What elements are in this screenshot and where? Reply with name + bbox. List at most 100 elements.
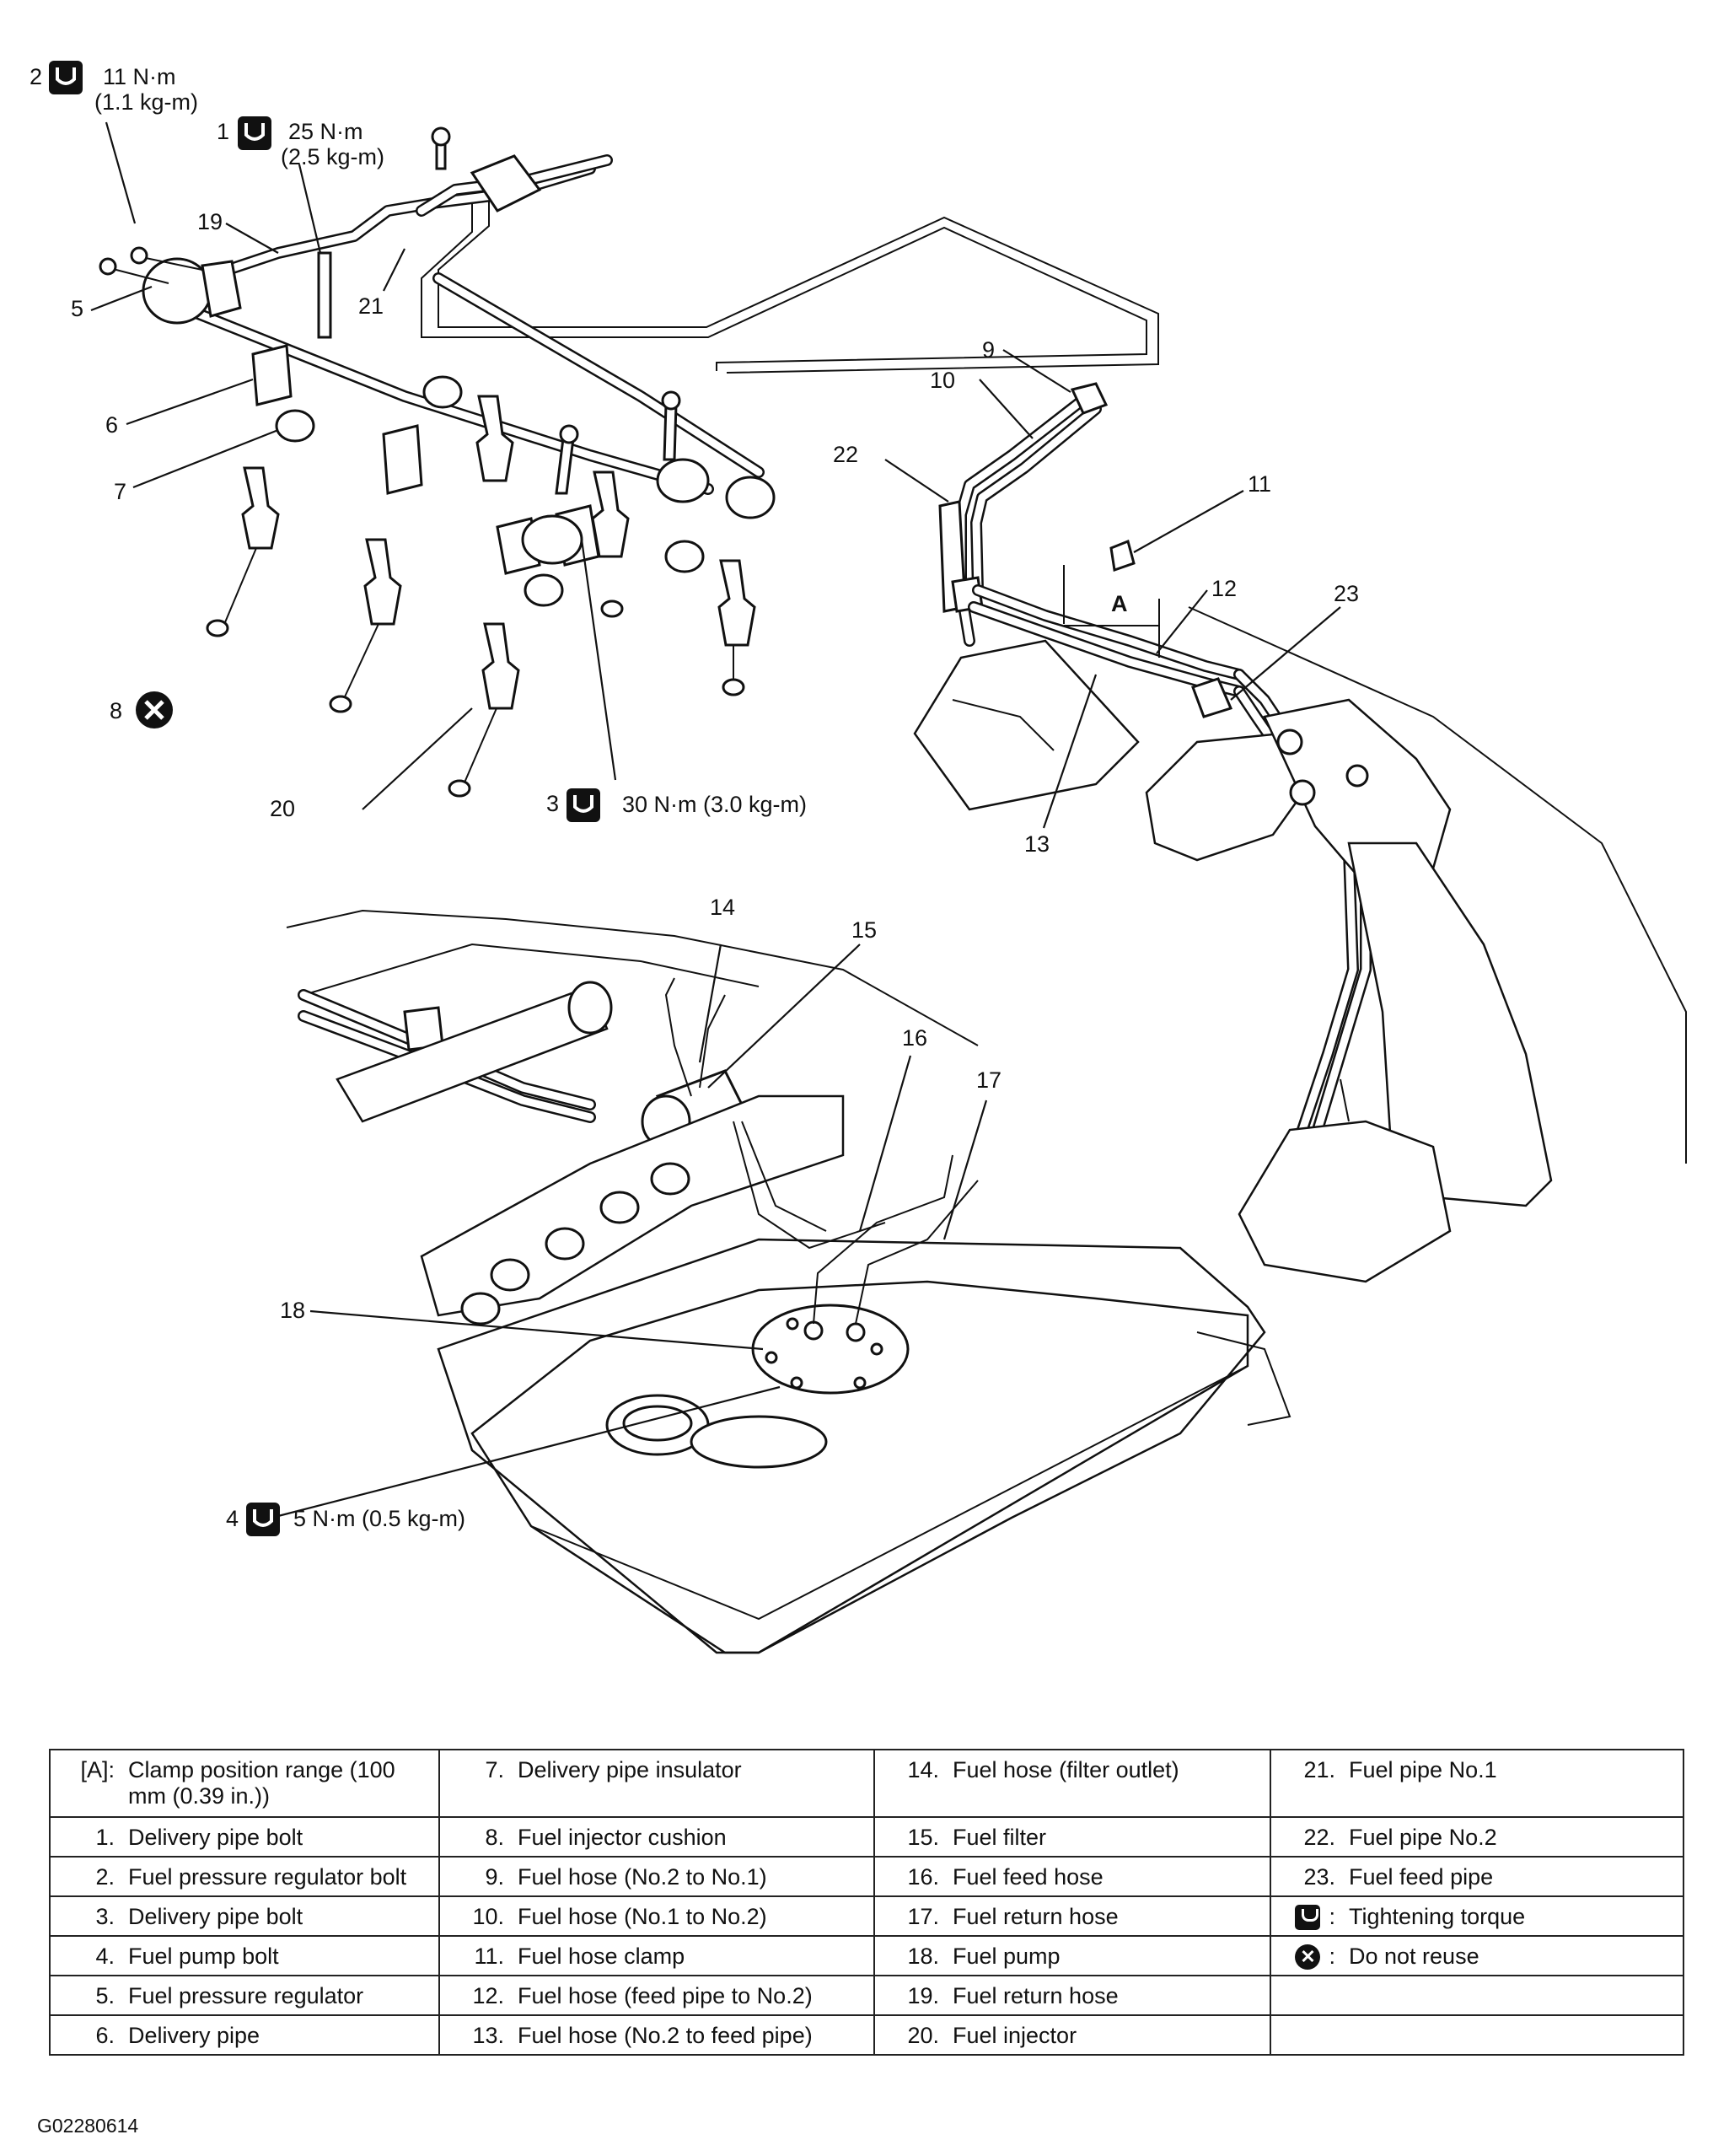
legend-cell: 14. Fuel hose (filter outlet) [873,1749,1271,1818]
callout-6: 6 [105,412,118,438]
legend-text: Fuel feed pipe [1349,1864,1494,1890]
callout-10: 10 [930,368,955,393]
legend-cell: 8.Fuel injector cushion [438,1816,875,1858]
legend-text: Do not reuse [1349,1944,1479,1969]
legend-key: 14. [907,1757,939,1782]
legend-cell [1270,2014,1684,2056]
legend-text: Delivery pipe bolt [128,1904,303,1929]
torque-spec-1-line2: (2.5 kg-m) [281,144,384,169]
legend-cell [1270,1975,1684,2016]
callout-7: 7 [114,479,126,504]
callout-16: 16 [902,1025,927,1051]
torque-spec-3: 30 N·m (3.0 kg-m) [622,792,807,817]
legend-key: 20. [907,2023,939,2048]
legend-text: Fuel hose (No.2 to No.1) [518,1864,767,1890]
legend-row: 3. Delivery pipe bolt 10. Fuel hose (No.1 t… [49,1895,1684,1937]
torque-spec-2-line2: (1.1 kg-m) [94,89,198,115]
leader-lines [90,121,1341,1518]
do-not-reuse-icon: ✕ [1295,1944,1321,1970]
legend-text: Fuel hose (No.1 to No.2) [518,1904,767,1929]
legend-cell: 10. Fuel hose (No.1 to No.2) [438,1895,875,1937]
legend-key: [A]: [80,1757,115,1782]
legend-cell: 9.Fuel hose (No.2 to No.1) [438,1856,875,1897]
legend-row: 2. Fuel pressure regulator bolt 9.Fuel hos… [49,1856,1684,1897]
callout-14: 14 [710,895,735,920]
legend-cell: 11. Fuel hose clamp [438,1935,875,1976]
legend-cell: 16.Fuel feed hose [873,1856,1271,1897]
legend-key: 6. [95,2023,115,2048]
torque-wrench-icon [238,116,271,150]
legend-key: : [1329,1944,1335,1969]
callout-11: 11 [1248,471,1271,497]
legend-text: Fuel pressure regulator [128,1983,364,2008]
legend-key: 17. [907,1904,939,1929]
legend-cell: 20. Fuel injector [873,2014,1271,2056]
legend-cell: 7.Delivery pipe insulator [438,1749,875,1818]
legend-text: Fuel pipe No.2 [1349,1825,1497,1850]
legend-cell: 15.Fuel filter [873,1816,1271,1858]
legend-cell: 6. Delivery pipe [49,2014,440,2056]
legend-key: 12. [472,1983,504,2008]
callout-8: 8 [110,698,122,723]
callout-21: 21 [358,293,384,319]
callout-17: 17 [976,1067,1001,1093]
torque-wrench-icon [1295,1904,1321,1930]
legend-text: Fuel injector [953,2023,1077,2048]
delivery-pipe-assembly [99,126,1159,798]
legend-cell: 21. Fuel pipe No.1 [1270,1749,1684,1818]
legend-row: [A]: Clamp position range (100 mm (0.39 i… [49,1749,1684,1818]
legend-text: Fuel return hose [953,1904,1119,1929]
fuel-injector-5 [591,470,630,618]
torque-wrench-icon [246,1503,280,1536]
legend-key: 10. [472,1904,504,1929]
legend-key: 16. [907,1864,939,1890]
legend-cell: 1.Delivery pipe bolt [49,1816,440,1858]
legend-cell: 4. Fuel pump bolt [49,1935,440,1976]
callout-A: A [1111,591,1128,616]
callout-1: 1 [217,119,229,144]
legend-key: 2. [95,1864,115,1890]
legend-key: 5. [95,1983,115,2008]
legend-text: Fuel return hose [953,1983,1119,2008]
fuel-pipe-section [913,382,1687,1283]
legend-cell: ✕: Do not reuse [1270,1935,1684,1976]
torque-wrench-icon [49,61,83,94]
callout-20: 20 [270,796,295,821]
callout-9: 9 [982,337,995,363]
legend-cell: 22. Fuel pipe No.2 [1270,1816,1684,1858]
callout-23: 23 [1334,581,1359,606]
callout-4: 4 [226,1506,239,1531]
callout-18: 18 [280,1298,305,1323]
legend-key: 22. [1303,1825,1335,1850]
legend-text: Fuel pressure regulator bolt [128,1864,407,1890]
legend-text: Clamp position range (100 mm (0.39 in.)) [128,1757,395,1809]
legend-key: 4. [95,1944,115,1969]
parts-legend-table: [A]: Clamp position range (100 mm (0.39 i… [49,1749,1684,2056]
fuel-injector-6 [717,559,756,696]
legend-key: 19. [907,1983,939,2008]
legend-key: 7. [485,1757,504,1782]
legend-text: Fuel pump bolt [128,1944,279,1969]
legend-cell: 17. Fuel return hose [873,1895,1271,1937]
legend-key: 11. [474,1944,504,1969]
legend-key: 1. [95,1825,115,1850]
callout-12: 12 [1211,576,1237,601]
legend-text: Fuel injector cushion [518,1825,727,1850]
fuel-injector-1 [206,466,280,637]
legend-cell: 5. Fuel pressure regulator [49,1975,440,2016]
callout-13: 13 [1024,831,1050,857]
legend-text: Fuel hose clamp [518,1944,685,1969]
legend-text: Delivery pipe [128,2023,260,2048]
legend-text: Fuel pipe No.1 [1349,1757,1497,1782]
legend-key: 15. [907,1825,939,1850]
torque-specs: 11 N·m (1.1 kg-m) 25 N·m (2.5 kg-m) 30 N… [49,61,807,1536]
legend-cell: 12.Fuel hose (feed pipe to No.2) [438,1975,875,2016]
legend-key: 3. [95,1904,115,1929]
legend-cell: 2. Fuel pressure regulator bolt [49,1856,440,1897]
legend-key: 21. [1303,1757,1335,1782]
legend-key: 13. [472,2023,504,2048]
legend-cell: 19. Fuel return hose [873,1975,1271,2016]
legend-text: Fuel hose (filter outlet) [953,1757,1179,1782]
